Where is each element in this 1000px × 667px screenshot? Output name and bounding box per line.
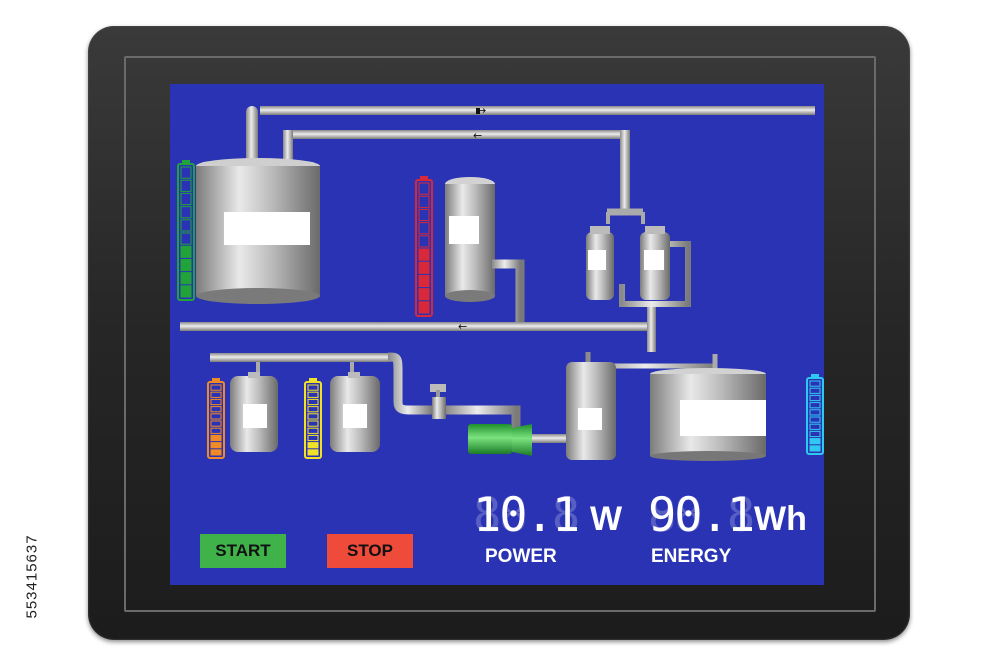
tank-5: [566, 362, 616, 460]
level-segment: [180, 166, 192, 179]
level-segment: [418, 261, 430, 274]
filter-1: [586, 226, 614, 300]
level-segment: [307, 427, 319, 434]
tank-6: [650, 368, 766, 461]
flow-arrow-icon: ←: [458, 320, 467, 333]
filter-2: [640, 226, 670, 300]
pipe-top-riser: [246, 106, 258, 166]
tank-2: [445, 177, 495, 302]
pipe-return-riser: [283, 130, 293, 166]
level-segment: [809, 402, 821, 409]
level-segment: [210, 449, 222, 456]
level-segment: [210, 413, 222, 420]
level-segment: [210, 406, 222, 413]
tank-4: [330, 372, 380, 452]
level-segment: [307, 420, 319, 427]
level-segment: [210, 427, 222, 434]
power-label: POWER: [485, 546, 557, 567]
level-segment: [809, 430, 821, 438]
level-segment: [210, 398, 222, 406]
level-segment: [210, 384, 222, 391]
level-segment: [180, 258, 192, 272]
level-segment: [418, 248, 430, 261]
pump-icon: [468, 424, 568, 456]
level-segment: [418, 222, 430, 235]
level-segment: [809, 445, 821, 452]
level-segment: [418, 288, 430, 301]
level-segment: [418, 182, 430, 195]
energy-value: 90.1: [648, 488, 755, 543]
level-segment: [307, 413, 319, 420]
level-segment: [210, 434, 222, 442]
hmi-screen: → ← ←: [170, 84, 824, 585]
flow-arrow-icon: →: [477, 104, 486, 117]
screen-frame: [124, 56, 876, 612]
level-segment: [809, 423, 821, 430]
level-segment: [418, 195, 430, 208]
level-segment: [809, 438, 821, 445]
pipe-return-drop: [620, 130, 630, 212]
tank-1-display: [224, 212, 310, 245]
tank-3: [230, 372, 278, 452]
level-segment: [809, 394, 821, 402]
level-segment: [210, 420, 222, 427]
stop-button[interactable]: STOP: [327, 534, 413, 568]
tank-2-level: [415, 176, 433, 317]
level-segment: [307, 391, 319, 398]
level-segment: [180, 192, 192, 206]
level-segment: [180, 285, 192, 298]
level-segment: [418, 301, 430, 314]
energy-label: ENERGY: [651, 546, 732, 567]
level-segment: [180, 219, 192, 232]
energy-unit: Wh: [754, 500, 807, 538]
level-segment: [307, 449, 319, 456]
level-segment: [809, 416, 821, 423]
level-segment: [210, 442, 222, 449]
valve-icon: [430, 384, 446, 419]
energy-ghost-digits: 88.8: [648, 488, 755, 543]
pipe-lower: [210, 353, 390, 362]
power-ghost-digits: 88.8: [473, 488, 580, 543]
level-segment: [307, 442, 319, 449]
level-segment: [180, 272, 192, 285]
level-segment: [418, 274, 430, 288]
level-segment: [307, 398, 319, 406]
level-segment: [418, 235, 430, 248]
level-segment: [210, 391, 222, 398]
tank-5-level: [806, 374, 824, 455]
level-segment: [180, 245, 192, 258]
level-segment: [180, 206, 192, 219]
start-button[interactable]: START: [200, 534, 286, 568]
pipe-return: [290, 130, 630, 139]
process-diagram: → ← ←: [177, 104, 824, 461]
pipe-middle: [180, 322, 650, 331]
level-segment: [307, 434, 319, 442]
level-segment: [307, 384, 319, 391]
tank-3-level: [207, 378, 225, 459]
tank-4-level: [304, 378, 322, 459]
level-segment: [180, 179, 192, 192]
flow-arrow-icon: ←: [473, 129, 482, 142]
tank-1-level: [177, 160, 195, 301]
pipe-top: [260, 106, 815, 115]
side-id: 553415637: [23, 534, 41, 619]
level-segment: [809, 387, 821, 394]
power-value: 10.1: [473, 488, 580, 543]
level-segment: [809, 409, 821, 416]
tank-1: [196, 158, 320, 304]
power-unit: W: [590, 500, 623, 538]
level-segment: [180, 232, 192, 245]
level-segment: [418, 208, 430, 222]
level-segment: [809, 380, 821, 387]
level-segment: [307, 406, 319, 413]
